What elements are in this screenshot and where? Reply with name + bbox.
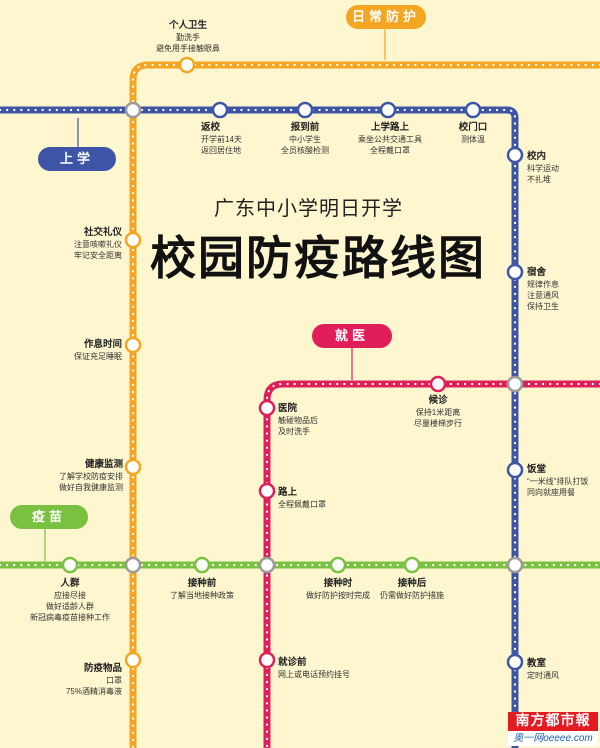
daily-protection-tag: 日常防护: [346, 5, 426, 29]
label-on-way: 上学路上 乘坐公共交通工具 全程戴口罩: [358, 122, 422, 155]
label-school-gate: 校门口 测体温: [458, 122, 488, 144]
interchange-blue-green: [506, 556, 524, 574]
subtitle: 广东中小学明日开学: [214, 198, 403, 220]
interchange-blue-red: [506, 375, 524, 393]
school-tag: 上学: [38, 147, 116, 171]
label-classroom: 教室 定时通风: [527, 658, 559, 680]
station-hospital: [258, 399, 276, 417]
tag-pointers: [44, 26, 386, 561]
interchange-orange-blue: [124, 101, 142, 119]
label-personal-hygiene: 个人卫生 勤洗手 避免用手接触眼鼻: [156, 20, 220, 53]
station-dormitory: [506, 263, 524, 281]
station-during-vaccine: [329, 556, 347, 574]
medical-tag: 就医: [312, 324, 392, 348]
label-during-vaccine: 接种时 做好防护按时完成: [306, 578, 370, 600]
station-personal-hygiene: [178, 56, 196, 74]
station-on-road: [258, 482, 276, 500]
station-health-monitor: [124, 458, 142, 476]
label-schedule: 作息时间 保证充足睡眠: [74, 339, 122, 361]
station-before-report: [296, 101, 314, 119]
label-canteen: 饭堂 “一米线”排队打饭 同向就座用餐: [527, 464, 589, 497]
station-after-vaccine: [403, 556, 421, 574]
daily-line: [129, 61, 600, 748]
station-social-etiquette: [124, 231, 142, 249]
label-after-vaccine: 接种后 仍需做好防护措施: [380, 578, 444, 600]
label-in-school: 校内 科学运动 不扎堆: [527, 151, 559, 184]
label-before-vaccine: 接种前 了解当地接种政策: [170, 578, 234, 600]
label-hospital: 医院 触碰物品后 及时洗手: [278, 403, 318, 436]
interchange-red-green: [258, 556, 276, 574]
label-waiting: 候诊 保持1米距离 尽量楼梯步行: [414, 395, 462, 428]
stations: [61, 56, 524, 671]
label-on-road: 路上 全程佩戴口罩: [278, 487, 326, 509]
label-before-visit: 就诊前 网上或电话预约挂号: [278, 657, 350, 679]
label-supplies: 防疫物品 口罩 75%酒精消毒液: [65, 663, 122, 696]
label-social-etiquette: 社交礼仪 注意咳嗽礼仪 牢记安全距离: [74, 227, 122, 260]
station-waiting: [429, 375, 447, 393]
logo-site: 奥一网oeeee.com: [508, 731, 598, 746]
label-return-school: 返校 开学前14天 返回居住地: [201, 122, 242, 155]
station-in-school: [506, 146, 524, 164]
station-crowd: [61, 556, 79, 574]
label-health-monitor: 健康监测 了解学校防疫安排 做好自我健康监测: [59, 459, 123, 492]
label-before-report: 报到前 中小学生 全员核酸检测: [281, 122, 329, 155]
label-dormitory: 宿舍 规律作息 注意通风 保持卫生: [527, 267, 559, 311]
station-schedule: [124, 336, 142, 354]
label-crowd: 人群 应接尽接 做好适龄人群 新冠病毒疫苗接种工作: [30, 578, 110, 622]
newspaper-logo: 南方都市報 奥一网oeeee.com: [508, 712, 598, 746]
station-canteen: [506, 461, 524, 479]
interchange-orange-green: [124, 556, 142, 574]
station-on-way: [379, 101, 397, 119]
station-before-vaccine: [193, 556, 211, 574]
station-school-gate: [464, 101, 482, 119]
station-classroom: [506, 653, 524, 671]
vaccine-tag: 疫苗: [10, 505, 88, 529]
logo-name: 南方都市報: [508, 712, 598, 731]
station-return-school: [211, 101, 229, 119]
main-title: 校园防疫路线图: [150, 231, 486, 285]
school-line: [0, 106, 519, 748]
station-supplies: [124, 651, 142, 669]
station-before-visit: [258, 651, 276, 669]
